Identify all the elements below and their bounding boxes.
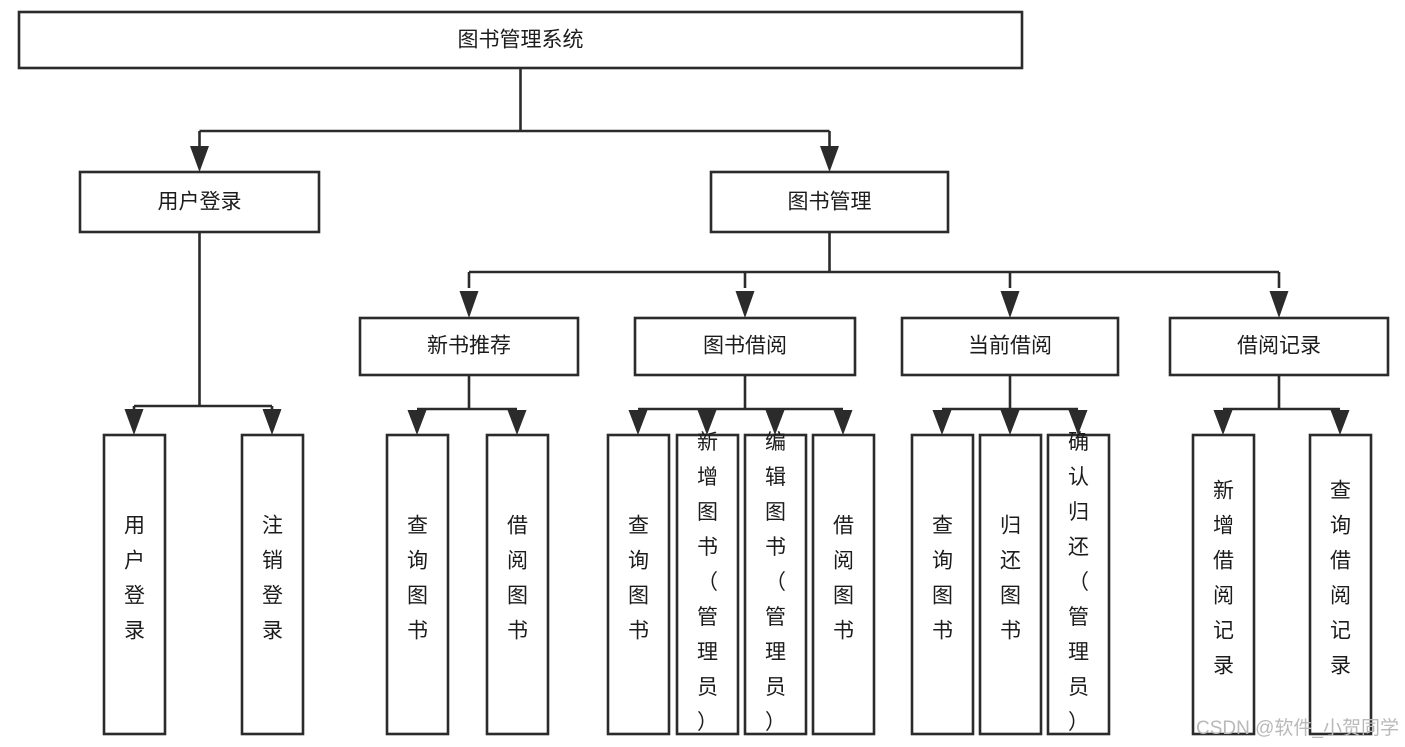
node-user-login-box[interactable] (78, 170, 321, 234)
node-leaf-borrow-book-1-label: 借阅图书 (507, 515, 528, 643)
node-leaf-add-record-box[interactable] (1191, 433, 1256, 736)
arrow-to-leaf-query-book-2 (628, 410, 648, 435)
node-leaf-user-login-box[interactable] (102, 433, 167, 736)
node-current-borrow-box[interactable] (900, 316, 1120, 377)
node-leaf-confirm-return-label: 确认归还（管理员） (1068, 431, 1089, 734)
node-leaf-edit-book-box[interactable] (743, 433, 808, 736)
node-borrow-record-box[interactable] (1168, 316, 1390, 377)
node-book-borrow-box[interactable] (633, 316, 857, 377)
node-leaf-add-record[interactable]: 新增借阅记录 (1191, 433, 1256, 736)
node-borrow-record[interactable]: 借阅记录 (1168, 316, 1390, 377)
arrow-to-current-borrow (1000, 291, 1020, 318)
arrow-to-leaf-query-book-3 (932, 410, 952, 435)
node-root-box[interactable] (17, 10, 1024, 70)
node-leaf-query-record-label: 查询借阅记录 (1330, 480, 1351, 678)
node-root-label: 图书管理系统 (458, 29, 584, 52)
arrow-to-leaf-add-book (697, 410, 717, 435)
arrow-to-leaf-confirm-return (1068, 410, 1088, 435)
node-leaf-query-book-2[interactable]: 查询图书 (606, 433, 671, 736)
watermark-label: CSDN @软件_小贺同学 (1196, 717, 1399, 739)
arrow-to-leaf-return-book (1000, 410, 1020, 435)
arrow-to-new-book-recommend (459, 291, 479, 318)
node-leaf-add-book-box[interactable] (675, 433, 740, 736)
arrow-to-leaf-add-record (1213, 410, 1233, 435)
arrow-to-leaf-borrow-book-1 (507, 410, 527, 435)
node-leaf-user-login[interactable]: 用户登录 (102, 433, 167, 736)
node-leaf-query-book-3[interactable]: 查询图书 (910, 433, 975, 736)
node-leaf-logout-box[interactable] (240, 433, 305, 736)
node-leaf-query-book-2-box[interactable] (606, 433, 671, 736)
node-leaf-borrow-book-2-label: 借阅图书 (833, 515, 854, 643)
connector-layer (124, 68, 1350, 435)
node-leaf-logout[interactable]: 注销登录 (240, 433, 305, 736)
node-leaf-query-record[interactable]: 查询借阅记录 (1308, 433, 1373, 736)
node-leaf-return-book[interactable]: 归还图书 (978, 433, 1043, 736)
node-leaf-confirm-return-box[interactable] (1046, 433, 1111, 736)
arrow-to-leaf-user-login (124, 409, 144, 435)
node-current-borrow[interactable]: 当前借阅 (900, 316, 1120, 377)
arrow-root-to-user-login (190, 146, 209, 172)
node-leaf-return-book-box[interactable] (978, 433, 1043, 736)
node-book-borrow-label: 图书借阅 (703, 335, 787, 358)
node-leaf-confirm-return[interactable]: 确认归还（管理员） (1046, 431, 1111, 736)
node-new-book-recommend-box[interactable] (358, 316, 580, 377)
node-user-login-label: 用户登录 (158, 191, 242, 214)
node-new-book-recommend[interactable]: 新书推荐 (358, 316, 580, 377)
node-leaf-query-record-box[interactable] (1308, 433, 1373, 736)
arrow-to-leaf-query-book-1 (407, 410, 427, 435)
node-leaf-query-book-1[interactable]: 查询图书 (385, 433, 450, 736)
node-book-borrow[interactable]: 图书借阅 (633, 316, 857, 377)
node-leaf-query-book-1-box[interactable] (385, 433, 450, 736)
arrow-to-leaf-edit-book (765, 410, 785, 435)
node-root[interactable]: 图书管理系统 (17, 10, 1024, 70)
node-book-manage-box[interactable] (709, 170, 950, 234)
node-book-manage-label: 图书管理 (788, 191, 872, 214)
arrow-to-leaf-logout (262, 409, 282, 435)
arrow-root-to-book-manage (820, 146, 839, 172)
node-leaf-add-record-label: 新增借阅记录 (1213, 480, 1234, 678)
node-leaf-borrow-book-1-box[interactable] (485, 433, 550, 736)
node-leaf-query-book-2-label: 查询图书 (628, 515, 649, 643)
node-leaf-borrow-book-1[interactable]: 借阅图书 (485, 433, 550, 736)
node-leaf-edit-book-label: 编辑图书（管理员） (765, 431, 786, 734)
arrow-to-book-borrow (735, 291, 755, 318)
node-user-login[interactable]: 用户登录 (78, 170, 321, 234)
node-borrow-record-label: 借阅记录 (1237, 335, 1321, 358)
node-leaf-query-book-3-label: 查询图书 (932, 515, 953, 643)
arrow-to-leaf-query-record (1330, 410, 1350, 435)
node-leaf-edit-book[interactable]: 编辑图书（管理员） (743, 431, 808, 736)
node-leaf-borrow-book-2[interactable]: 借阅图书 (811, 433, 876, 736)
node-new-book-recommend-label: 新书推荐 (427, 335, 511, 358)
node-leaf-logout-label: 注销登录 (262, 515, 283, 643)
node-book-manage[interactable]: 图书管理 (709, 170, 950, 234)
node-leaf-query-book-1-label: 查询图书 (407, 515, 428, 643)
arrow-to-leaf-borrow-book-2 (833, 410, 853, 435)
node-leaf-borrow-book-2-box[interactable] (811, 433, 876, 736)
node-leaf-return-book-label: 归还图书 (1000, 515, 1021, 643)
arrow-to-borrow-record (1269, 291, 1289, 318)
node-leaf-add-book[interactable]: 新增图书（管理员） (675, 431, 740, 736)
node-leaf-query-book-3-box[interactable] (910, 433, 975, 736)
node-current-borrow-label: 当前借阅 (968, 335, 1052, 358)
node-leaf-add-book-label: 新增图书（管理员） (697, 431, 718, 734)
node-leaf-user-login-label: 用户登录 (124, 515, 145, 643)
